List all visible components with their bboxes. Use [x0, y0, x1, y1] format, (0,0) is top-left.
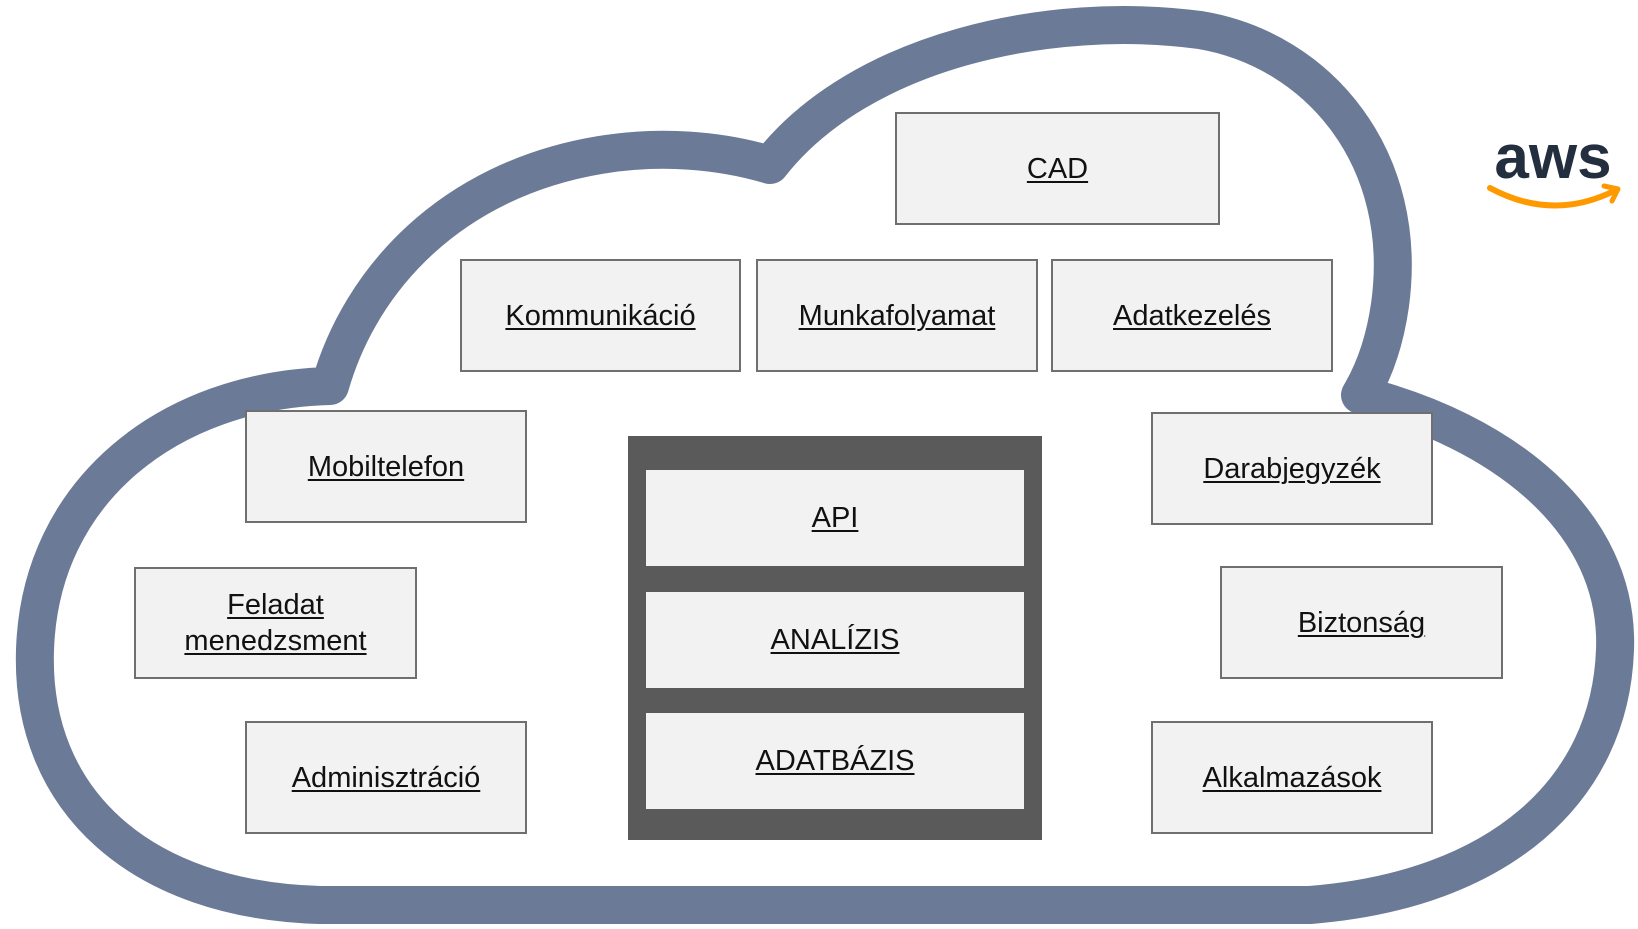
module-kommunikacio-label: Kommunikáció: [505, 299, 696, 332]
module-feladat-label-line2: menedzsment: [184, 625, 367, 657]
module-biztonsag[interactable]: Biztonság: [1220, 566, 1503, 679]
module-alkalmazasok-label: Alkalmazások: [1202, 761, 1382, 794]
module-alkalmazasok[interactable]: Alkalmazások: [1151, 721, 1433, 834]
module-feladat-menedzsment[interactable]: Feladat menedzsment: [134, 567, 417, 679]
layer-adatbazis-label: ADATBÁZIS: [755, 744, 915, 777]
layer-analizis[interactable]: ANALÍZIS: [646, 592, 1024, 688]
aws-logo-icon: aws: [1487, 123, 1621, 209]
module-mobiltelefon-label: Mobiltelefon: [307, 450, 465, 483]
module-cad-label: CAD: [1026, 152, 1089, 185]
core-stack: API ANALÍZIS ADATBÁZIS: [628, 436, 1042, 840]
layer-analizis-label: ANALÍZIS: [770, 623, 900, 656]
module-munkafolyamat-label: Munkafolyamat: [798, 299, 996, 332]
module-cad[interactable]: CAD: [895, 112, 1220, 225]
module-feladat-label-line1: Feladat: [227, 589, 324, 621]
layer-adatbazis[interactable]: ADATBÁZIS: [646, 713, 1024, 809]
layer-api-label: API: [811, 501, 859, 534]
module-munkafolyamat[interactable]: Munkafolyamat: [756, 259, 1038, 372]
module-kommunikacio[interactable]: Kommunikáció: [460, 259, 741, 372]
module-adatkezeles-label: Adatkezelés: [1113, 299, 1271, 332]
layer-api[interactable]: API: [646, 470, 1024, 566]
module-adminisztracio-label: Adminisztráció: [291, 761, 481, 794]
module-adatkezeles[interactable]: Adatkezelés: [1051, 259, 1333, 372]
module-mobiltelefon[interactable]: Mobiltelefon: [245, 410, 527, 523]
module-darabjegyzek[interactable]: Darabjegyzék: [1151, 412, 1433, 525]
module-biztonsag-label: Biztonság: [1297, 606, 1426, 639]
aws-logo-text: aws: [1494, 123, 1611, 192]
module-adminisztracio[interactable]: Adminisztráció: [245, 721, 527, 834]
module-darabjegyzek-label: Darabjegyzék: [1203, 452, 1381, 485]
